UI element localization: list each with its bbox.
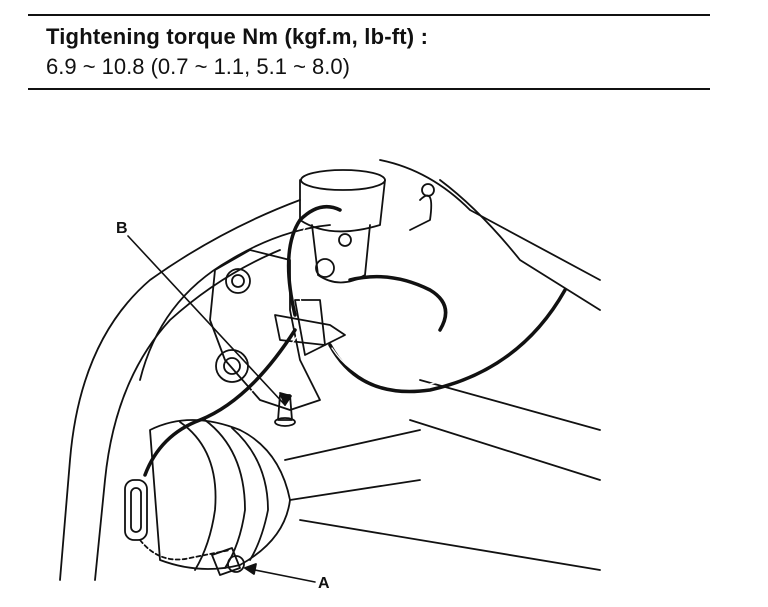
knuckle-bolt-upper — [225, 268, 251, 294]
hose-loop — [348, 274, 448, 332]
drive-shaft — [284, 429, 421, 501]
sensor-cable-right — [328, 288, 567, 394]
callout-a: A — [318, 575, 330, 592]
floor-edge — [419, 379, 601, 431]
stud-nut — [315, 258, 335, 278]
right-body-line — [379, 159, 601, 281]
callout-b: B — [116, 220, 128, 237]
bolt-a — [211, 547, 241, 576]
floor-edge-3 — [299, 519, 601, 571]
strut-body — [299, 179, 386, 233]
bolt-a-head — [227, 555, 245, 573]
knuckle-bolt-lower — [215, 349, 249, 383]
knuckle-bracket — [209, 249, 321, 411]
sensor-cable-left — [143, 328, 297, 477]
cv-boot-rib-2 — [204, 419, 246, 569]
bolt-b-head — [274, 417, 296, 427]
torque-title: Tightening torque Nm (kgf.m, lb-ft) : — [46, 24, 429, 49]
torque-value: 6.9 ~ 10.8 (0.7 ~ 1.1, 5.1 ~ 8.0) — [46, 54, 350, 79]
clip-bolt — [421, 183, 435, 197]
brake-hose — [286, 204, 342, 317]
wheel-arch-outline — [59, 199, 301, 581]
torque-spec-block: Tightening torque Nm (kgf.m, lb-ft) : 6.… — [46, 22, 706, 82]
leader-b-arrow — [279, 392, 292, 406]
bottom-rule — [28, 88, 710, 90]
right-body-line-2 — [439, 179, 601, 311]
floor-edge-2 — [409, 419, 601, 481]
knuckle-bolt-lower-inner — [223, 357, 241, 375]
hose-loop-inner — [351, 281, 441, 329]
leader-a — [244, 567, 316, 583]
sensor-bracket — [274, 314, 346, 346]
brake-hose-inner — [296, 225, 307, 314]
sensor-body — [294, 299, 326, 356]
cv-boot-rib-3 — [231, 427, 269, 561]
cv-boot-rib-1 — [179, 421, 217, 571]
knuckle-bolt-upper-inner — [231, 274, 245, 288]
sensor-cable-left-inner — [149, 335, 298, 473]
top-rule — [28, 14, 710, 16]
wheel-speed-sensor-figure: B A — [0, 100, 768, 602]
cable-connector-slot — [130, 487, 142, 533]
inner-panel — [139, 224, 331, 381]
sensor-cable-right-inner — [331, 287, 561, 387]
leader-b — [127, 235, 286, 406]
strut-lower — [311, 224, 371, 284]
connector-tail — [139, 539, 231, 561]
bracket-clip — [409, 194, 433, 231]
cable-connector — [124, 479, 148, 541]
leader-a-arrow — [244, 563, 257, 575]
assembly-illustration — [59, 159, 601, 583]
strut-top — [300, 169, 386, 191]
strut-bolt — [338, 233, 352, 247]
